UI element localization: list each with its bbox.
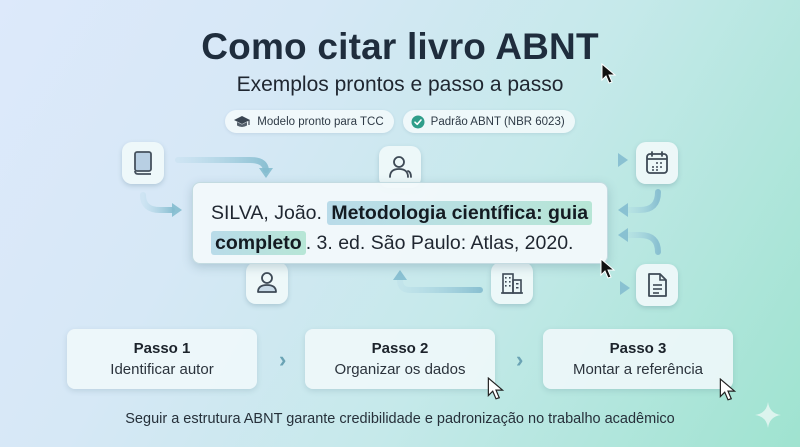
step-3-card[interactable]: Passo 3 Montar a referência — [543, 329, 733, 389]
step-1-card[interactable]: Passo 1 Identificar autor — [67, 329, 257, 389]
citation-card: SILVA, João. Metodologia científica: gui… — [192, 182, 608, 264]
page-title: Como citar livro ABNT — [201, 26, 599, 67]
citation-title-highlight: Metodologia científica: guia — [327, 201, 593, 225]
step-2-card[interactable]: Passo 2 Organizar os dados — [305, 329, 495, 389]
page-subtitle: Exemplos prontos e passo a passo — [236, 73, 564, 96]
step-2-title: Passo 2 — [371, 340, 429, 357]
calendar-icon — [646, 151, 668, 174]
check-circle-icon — [411, 115, 425, 128]
cursor-icon — [600, 258, 616, 279]
badge-abnt: Padrão ABNT (NBR 6023) — [402, 110, 575, 133]
document-tile — [636, 264, 678, 306]
book-icon — [134, 151, 152, 175]
step-2-desc: Organizar os dados — [334, 361, 466, 378]
badge-tcc-label: Modelo pronto para TCC — [257, 115, 384, 128]
citation-author: SILVA, João. — [211, 202, 328, 224]
step-3-title: Passo 3 — [609, 340, 667, 357]
citation-details: . 3. ed. São Paulo: Atlas, 2020. — [305, 232, 574, 254]
step-3-desc: Montar a referência — [572, 361, 704, 378]
cursor-icon — [487, 377, 505, 400]
sparkle-icon — [755, 402, 781, 428]
cursor-icon — [601, 63, 617, 84]
document-icon — [648, 273, 667, 297]
calendar-tile — [636, 142, 678, 184]
citation-title-highlight-cont: completo — [211, 231, 306, 255]
footer-note: Seguir a estrutura ABNT garante credibil… — [125, 411, 675, 427]
book-tile — [122, 142, 164, 184]
person-icon — [389, 156, 412, 178]
chevron-right-icon: › — [279, 347, 287, 372]
badge-row: Modelo pronto para TCC Padrão ABNT (NBR … — [0, 110, 800, 133]
building-icon — [501, 273, 523, 294]
graduation-cap-icon — [234, 115, 251, 127]
badge-tcc: Modelo pronto para TCC — [225, 110, 394, 133]
step-1-desc: Identificar autor — [110, 361, 214, 378]
cursor-icon — [719, 378, 737, 401]
step-1-title: Passo 1 — [133, 340, 191, 357]
chevron-right-icon: › — [516, 347, 524, 372]
author-bottom-tile — [246, 262, 288, 304]
publisher-tile — [491, 262, 533, 304]
badge-abnt-label: Padrão ABNT (NBR 6023) — [430, 115, 565, 128]
user-icon — [257, 272, 277, 293]
author-top-tile — [379, 146, 421, 188]
